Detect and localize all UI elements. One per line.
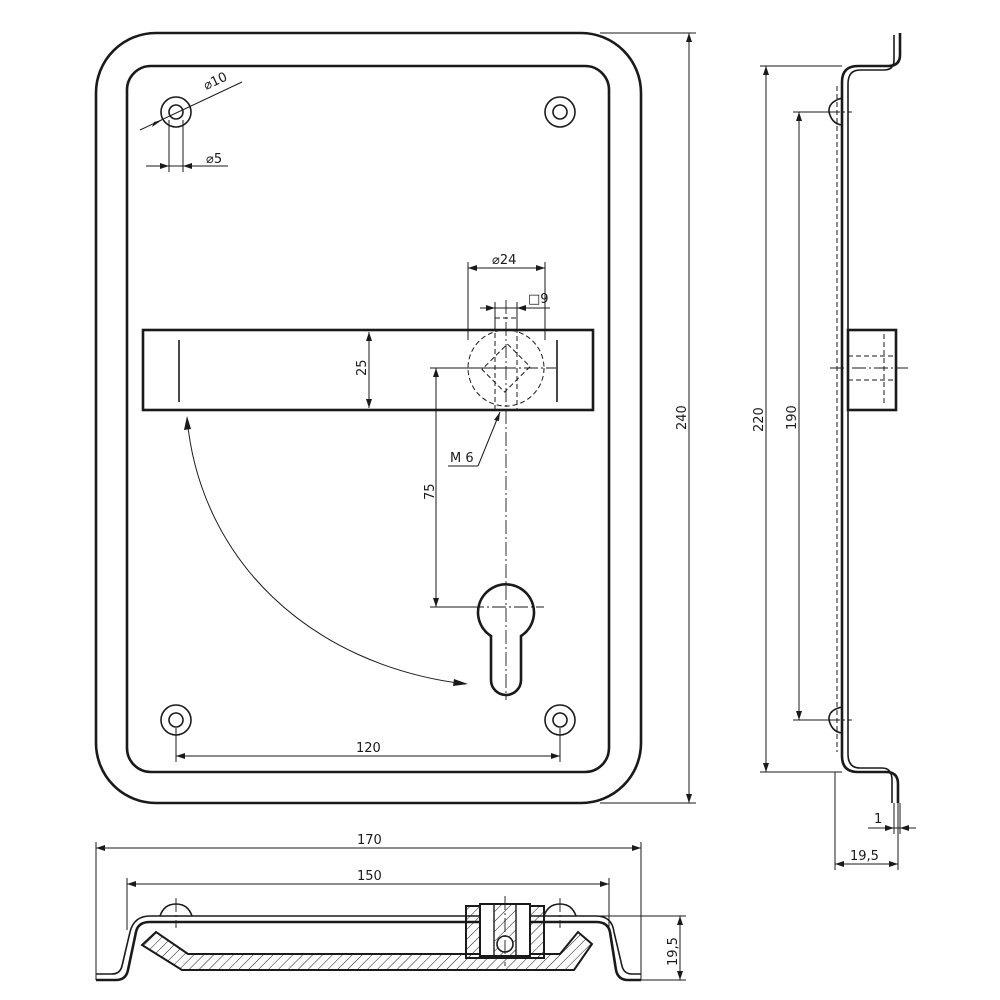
dim-sheet-thickness-label: 1	[874, 812, 882, 827]
side-boss-top	[828, 97, 843, 126]
dim-thread-label: M 6	[450, 451, 474, 466]
dim-side-hole-pitch-label: 190	[785, 405, 800, 430]
bottom-view: 170 150	[95, 833, 686, 982]
dim-hole-outer	[139, 81, 243, 131]
dim-handle-width-label: 25	[355, 359, 370, 376]
side-bushing	[846, 328, 898, 412]
mounting-hole-top-left	[160, 96, 192, 128]
dim-square-size	[480, 302, 550, 330]
handle-rotation-arc	[184, 416, 468, 686]
side-profile-outer	[840, 33, 902, 803]
dim-overall-width-label: 170	[357, 833, 382, 848]
dim-sheet-thickness	[868, 803, 916, 834]
dim-handle-width	[366, 332, 372, 408]
dim-side-depth-label: 19,5	[850, 849, 879, 864]
dim-side-inner-height-label: 220	[752, 407, 767, 432]
dim-boss-dia-label: ⌀24	[492, 253, 516, 268]
dim-bottom-depth	[548, 915, 686, 981]
dim-hole-spacing-label: 120	[356, 741, 381, 756]
front-view: ⌀10 ⌀5 25	[94, 31, 696, 805]
mounting-hole-top-right	[544, 96, 576, 128]
dim-side-inner-height	[760, 65, 842, 773]
dim-hole-inner	[146, 120, 228, 172]
dim-side-hole-pitch	[793, 111, 830, 721]
dim-spindle-to-cylinder-label: 75	[423, 483, 438, 500]
inner-plate-outline	[125, 64, 611, 774]
cylinder-keyhole	[476, 583, 536, 697]
dim-overall-height-label: 240	[675, 405, 690, 430]
dim-overall-width	[95, 842, 642, 980]
bottom-bushing-section	[465, 896, 545, 966]
dim-inner-width	[126, 878, 610, 930]
side-view: 220 190 1 19,5	[752, 33, 916, 870]
dim-boss-dia	[467, 262, 546, 340]
dim-hole-inner-label: ⌀5	[206, 152, 222, 167]
dim-inner-width-label: 150	[357, 869, 382, 884]
side-profile-inner	[847, 35, 895, 803]
bottom-profile-outer	[96, 920, 641, 982]
dim-square-size-label: □9	[528, 292, 549, 307]
dim-overall-height	[600, 32, 696, 804]
dim-hole-spacing	[175, 728, 561, 762]
dim-bottom-depth-label: 19,5	[666, 937, 681, 966]
handle-bar	[141, 328, 595, 412]
bottom-profile-inner	[96, 915, 641, 975]
dim-side-depth	[834, 772, 899, 870]
dim-thread-leader	[448, 411, 501, 467]
outer-plate-outline	[94, 31, 643, 805]
bottom-handle-section	[140, 930, 594, 971]
